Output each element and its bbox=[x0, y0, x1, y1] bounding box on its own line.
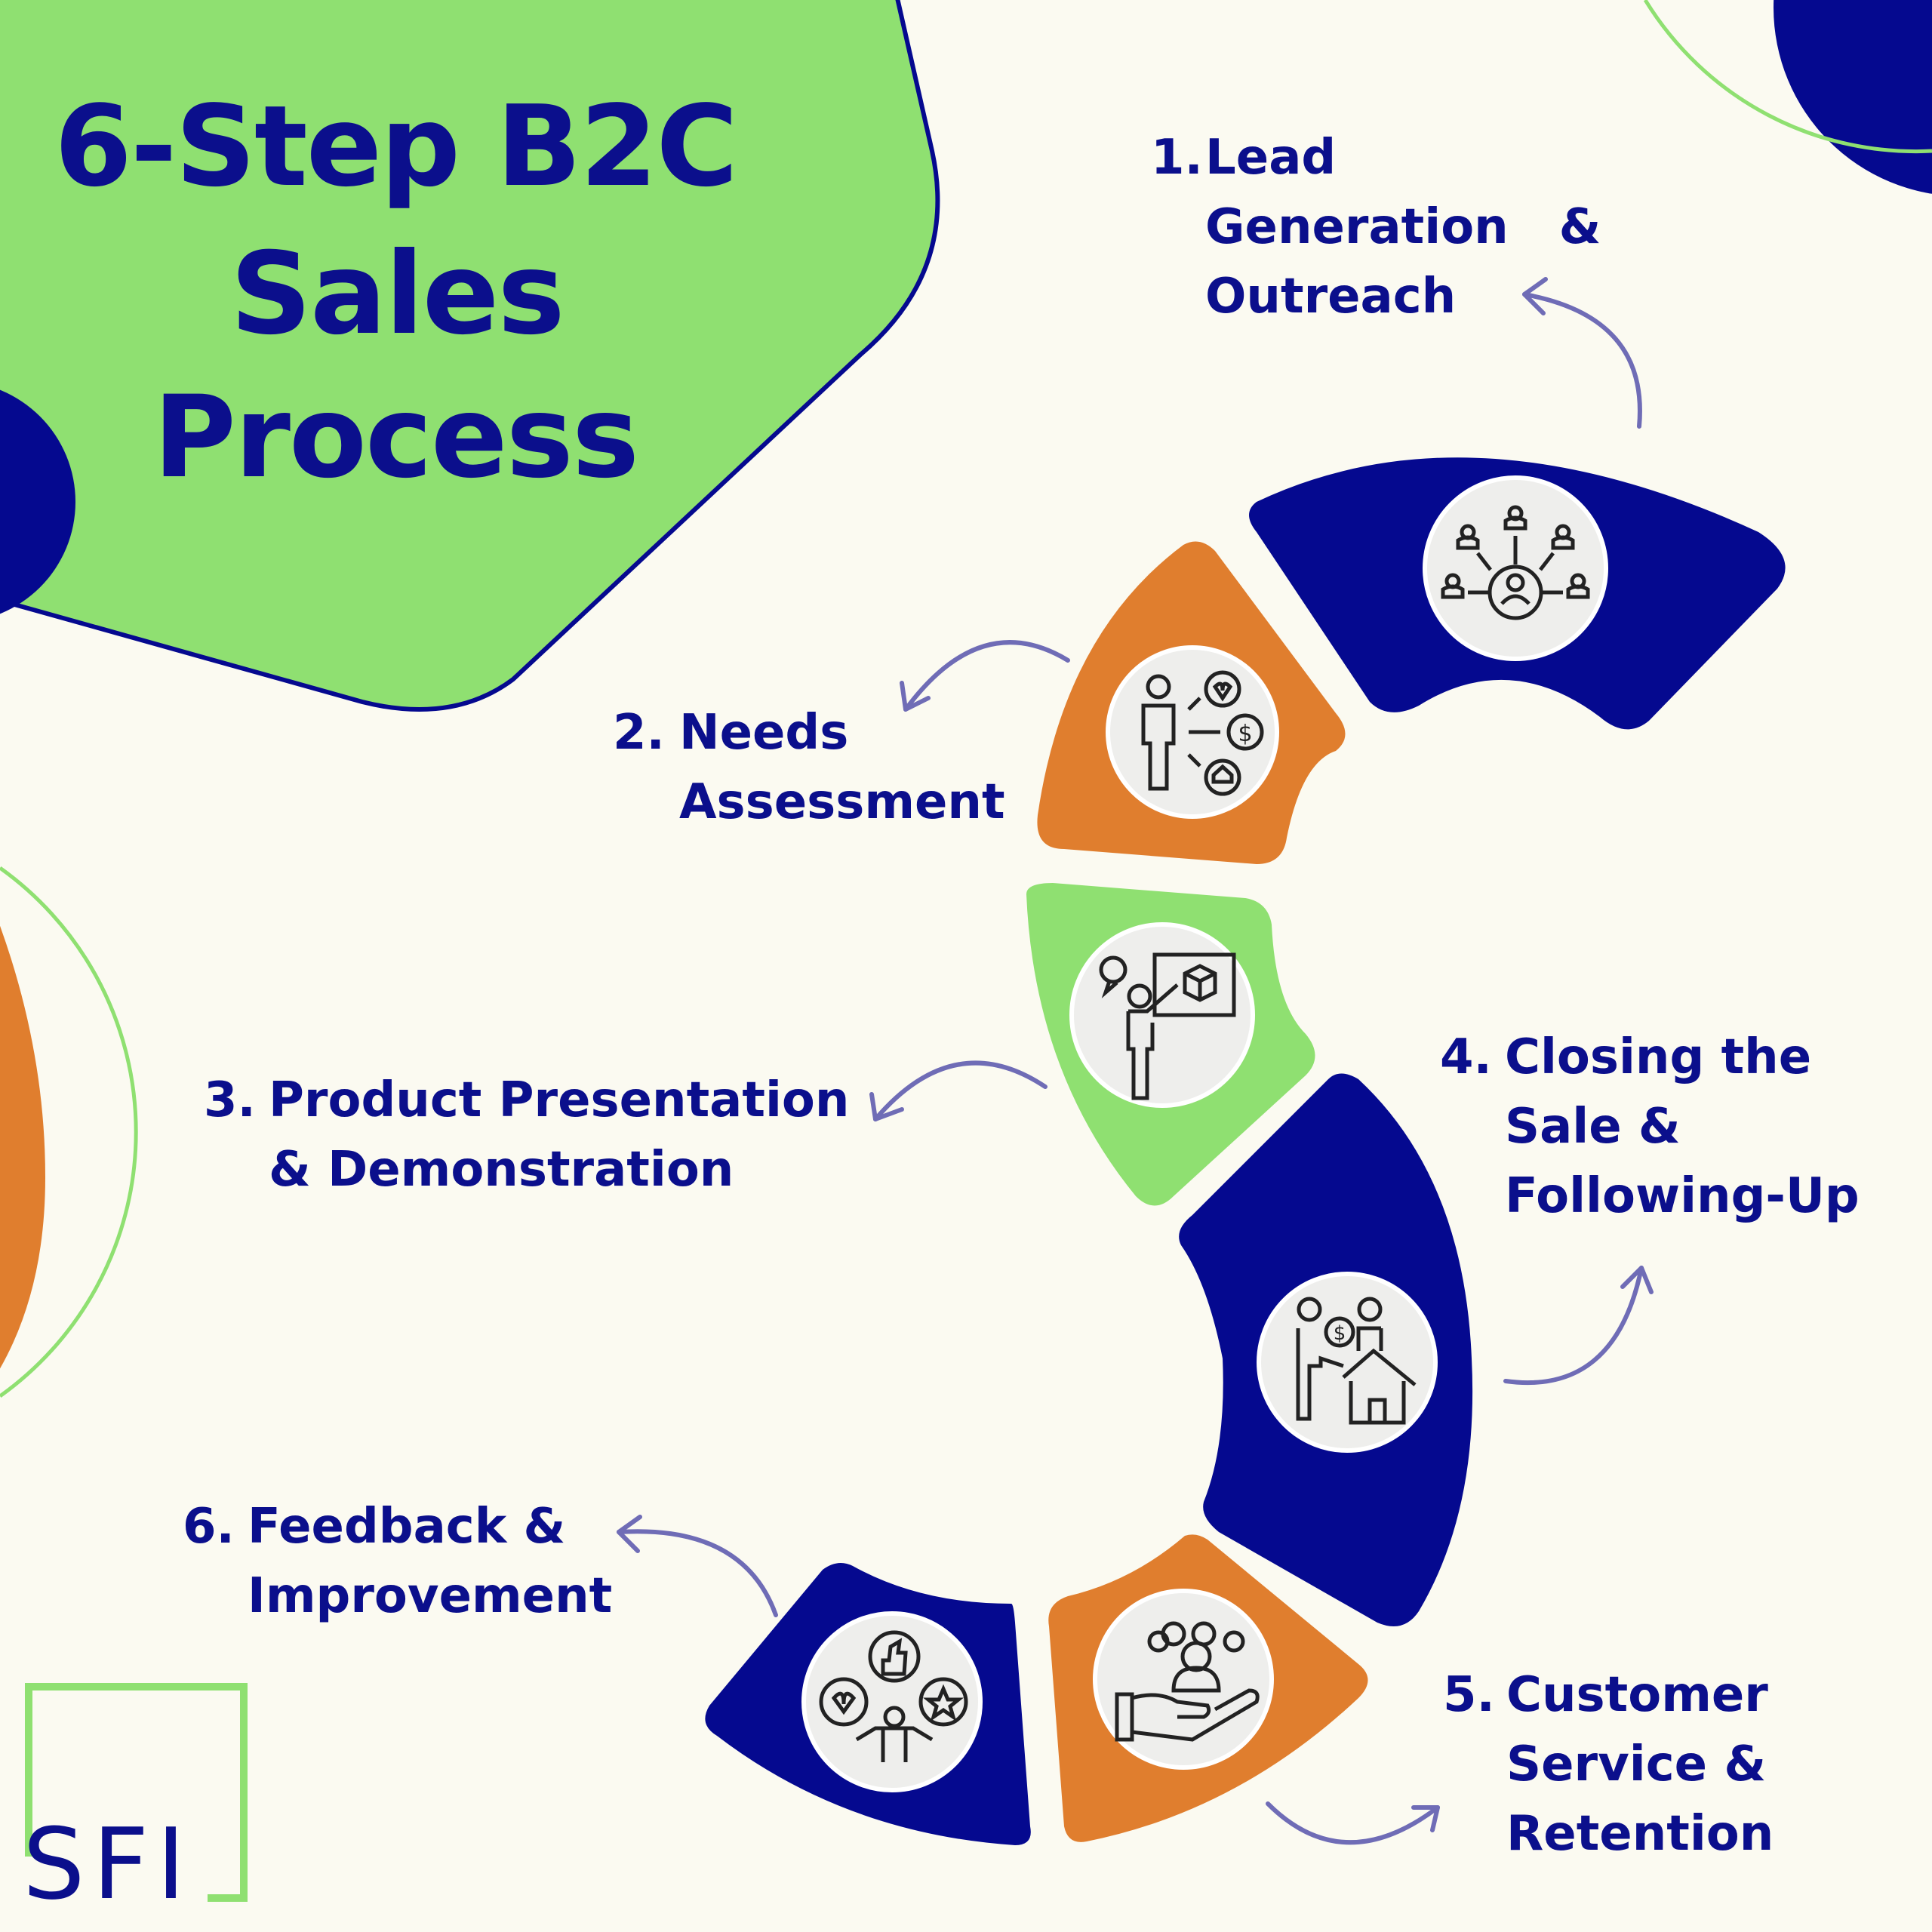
step-1-line-3: Outreach bbox=[1205, 269, 1457, 325]
presenter-board-icon bbox=[1099, 952, 1236, 1100]
step-4-icon-wrap: $ bbox=[1257, 1272, 1438, 1453]
step-5-icon-wrap bbox=[1093, 1589, 1274, 1770]
svg-text:$: $ bbox=[1238, 721, 1252, 747]
step-5-number: 5. bbox=[1443, 1667, 1495, 1723]
step-5-line-3: Retention bbox=[1506, 1806, 1774, 1862]
step-2-line-1: Needs bbox=[679, 705, 849, 761]
step-2-number: 2. bbox=[613, 705, 665, 761]
icon-circles: $ $ bbox=[801, 475, 1608, 1792]
title-line-2: Sales bbox=[230, 229, 565, 360]
arrow-step-6 bbox=[617, 1515, 778, 1617]
step-4-line-3: Following-Up bbox=[1505, 1168, 1860, 1224]
green-left-ring bbox=[0, 866, 138, 1398]
step-1-number: 1. bbox=[1151, 130, 1203, 186]
arrow-step-2 bbox=[900, 640, 1070, 712]
title-line-1: 6-Step B2C bbox=[54, 82, 738, 211]
step-3-line-2: & Demonstration bbox=[269, 1142, 734, 1198]
feedback-person-icon bbox=[819, 1630, 968, 1762]
step-4-number: 4. bbox=[1440, 1029, 1492, 1085]
step-2-line-2: Assessment bbox=[679, 774, 1005, 830]
step-5-line-2: Service & bbox=[1506, 1737, 1767, 1792]
logo-text: SFI bbox=[23, 1807, 193, 1921]
svg-text:$: $ bbox=[1334, 1322, 1346, 1345]
arrow-step-1 bbox=[1522, 277, 1642, 429]
hand-group-icon bbox=[1115, 1621, 1260, 1742]
network-people-icon bbox=[1441, 505, 1590, 620]
step-2-icon-wrap: $ bbox=[1106, 645, 1279, 819]
step-3-icon-wrap bbox=[1069, 922, 1255, 1108]
navy-top-right-circle bbox=[1774, 0, 1932, 194]
step-5-line-1: Customer bbox=[1506, 1667, 1768, 1723]
step-4-line-2: Sale & bbox=[1505, 1099, 1681, 1155]
step-6-number: 6. bbox=[183, 1499, 235, 1555]
green-top-right-ring bbox=[1643, 0, 1932, 154]
step-6-icon-wrap bbox=[801, 1611, 983, 1792]
person-needs-icon: $ bbox=[1141, 670, 1264, 796]
step-1-line-2: Generation & bbox=[1205, 199, 1601, 255]
handshake-house-icon: $ bbox=[1296, 1297, 1417, 1425]
step-1-line-1: Lead bbox=[1205, 130, 1337, 186]
arrows bbox=[617, 277, 1654, 1845]
step-4-line-1: Closing the bbox=[1505, 1029, 1812, 1085]
orange-left-blob bbox=[0, 925, 45, 1369]
step-1-icon-wrap bbox=[1423, 475, 1608, 661]
arrow-step-5 bbox=[1266, 1801, 1440, 1845]
green-title-blob bbox=[0, 0, 940, 712]
step-3-line-1: Product Presentation bbox=[269, 1072, 850, 1128]
step-6-line-1: Feedback & bbox=[248, 1499, 566, 1555]
step-6-line-2: Improvement bbox=[248, 1568, 613, 1624]
step-3-number: 3. bbox=[204, 1072, 256, 1128]
title-line-3: Process bbox=[153, 372, 639, 503]
arrow-step-3 bbox=[869, 1060, 1048, 1121]
arrow-step-4 bbox=[1503, 1266, 1654, 1386]
navy-left-circle bbox=[0, 389, 75, 614]
sfi-logo: SFI bbox=[23, 1683, 248, 1921]
background-decorations bbox=[0, 0, 1932, 1398]
logo-frame bbox=[25, 1683, 248, 1902]
